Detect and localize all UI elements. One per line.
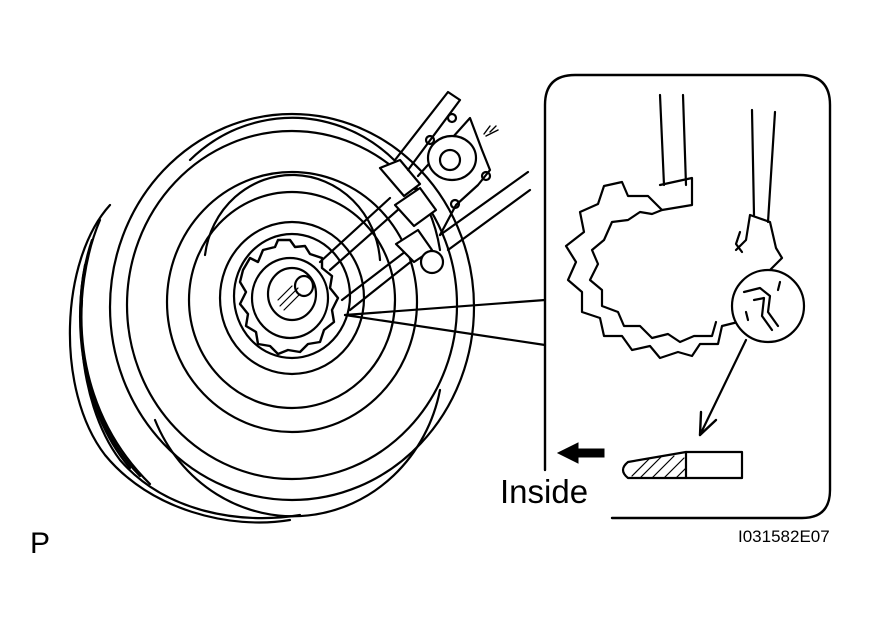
pulley-rim-groove-1 <box>81 220 300 518</box>
view-label: P <box>30 527 51 560</box>
pulley-outer-face <box>110 114 474 500</box>
pulley-hub-inner <box>234 234 350 358</box>
detail-cross-section <box>623 452 742 478</box>
snap-ring-pliers <box>320 92 530 310</box>
detail-pointer-arrow <box>700 340 746 435</box>
pulley-ring-5 <box>189 192 395 408</box>
arrow-left-icon <box>558 443 604 463</box>
inside-label: Inside <box>500 473 589 510</box>
lock-nut <box>240 240 338 354</box>
pulley-ring-4 <box>167 172 417 432</box>
pulley-ring-6 <box>205 175 380 260</box>
pulley-ring-1 <box>127 131 457 479</box>
detail-frame <box>545 75 830 518</box>
pulley-rim-groove-4 <box>81 300 150 484</box>
pulley-ring-3 <box>155 390 440 516</box>
pulley-rim-back <box>70 205 290 522</box>
figure-code: I031582E07 <box>738 527 830 546</box>
detail-magnifier <box>732 270 804 342</box>
callout-leader <box>345 300 545 345</box>
detail-snap-ring <box>566 178 782 358</box>
detail-plier-tips <box>660 95 775 222</box>
